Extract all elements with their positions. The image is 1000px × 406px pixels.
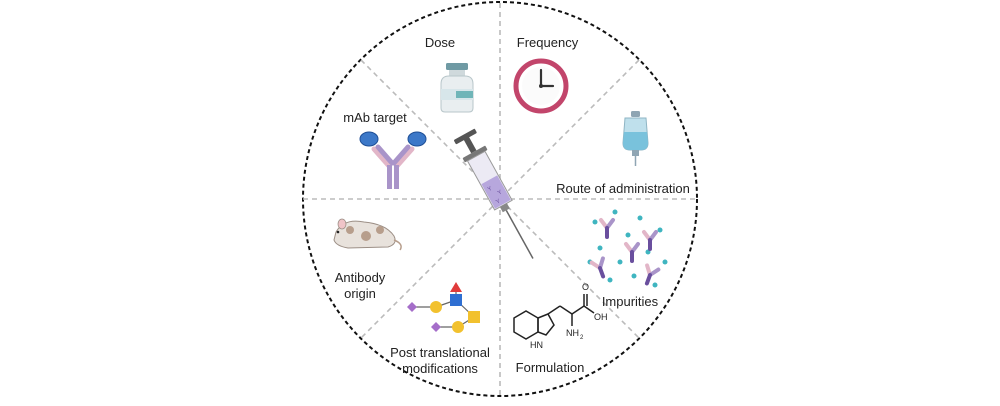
mouse-icon <box>333 218 402 251</box>
molecule-nh2-subscript: 2 <box>580 335 584 341</box>
label-origin-line1: Antibody <box>334 270 386 285</box>
molecule-oh-label: OH <box>594 312 608 322</box>
svg-text:Y: Y <box>495 199 501 206</box>
svg-text:Y: Y <box>487 186 493 193</box>
molecule-nh2-label: NH <box>566 328 579 338</box>
glycan-icon <box>407 282 480 333</box>
segment-dividers <box>303 3 697 395</box>
label-ptm-line1: Post translational <box>390 345 490 360</box>
molecule-hn-label: HN <box>530 340 543 350</box>
syringe-icon: YYY <box>453 128 534 259</box>
clock-icon <box>513 58 569 114</box>
label-impurities: Impurities <box>601 294 659 309</box>
antibody-antigen-icon <box>359 131 427 189</box>
molecule-o-label: O <box>582 282 589 292</box>
vial-icon <box>440 63 474 113</box>
tryptophan-molecule-icon: O OH NH 2 HN <box>513 282 608 350</box>
label-mab-target: mAb target <box>343 110 407 125</box>
iv-bag-icon <box>622 111 649 166</box>
label-ptm-line2: modifications <box>402 361 478 376</box>
label-frequency: Frequency <box>516 35 579 50</box>
label-antibody-origin: Antibody origin <box>320 270 400 302</box>
label-dose: Dose <box>424 35 456 50</box>
label-formulation: Formulation <box>515 360 585 375</box>
label-route-of-administration: Route of administration <box>556 181 690 196</box>
impurities-icon <box>587 209 668 288</box>
label-post-translational-modifications: Post translational modifications <box>380 345 500 377</box>
svg-text:Y: Y <box>497 190 503 197</box>
label-origin-line2: origin <box>344 286 376 301</box>
